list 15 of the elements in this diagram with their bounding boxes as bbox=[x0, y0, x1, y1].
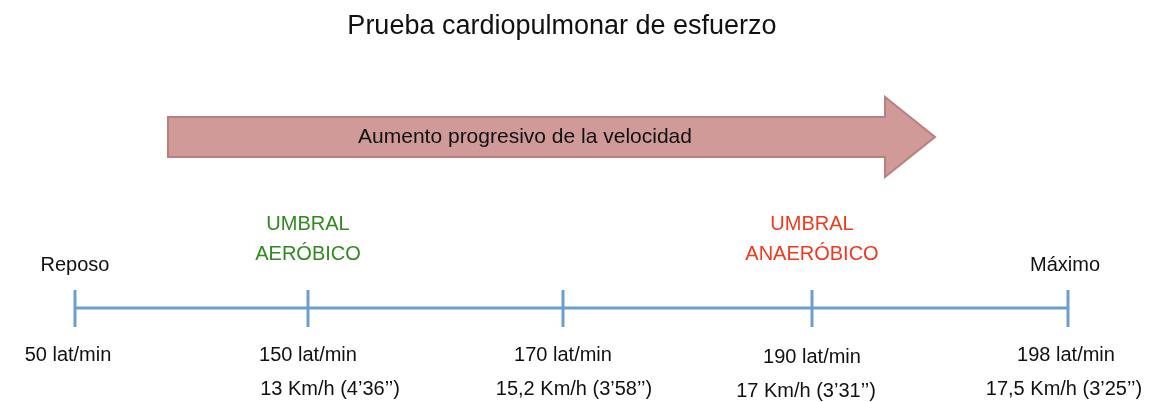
threshold-label: UMBRAL ANAERÓBICO bbox=[744, 211, 880, 266]
stage-label: Máximo bbox=[1030, 253, 1100, 276]
speed-label: 15,2 Km/h (3’58’’) bbox=[495, 377, 653, 400]
speed-label: 17 Km/h (3’31’’) bbox=[736, 379, 876, 402]
heart-rate-label: 198 lat/min bbox=[1017, 343, 1115, 366]
speed-label: 13 Km/h (4’36’’) bbox=[260, 377, 400, 400]
heart-rate-label: 150 lat/min bbox=[259, 343, 357, 366]
heart-rate-label: 50 lat/min bbox=[24, 343, 112, 366]
speed-label: 17,5 Km/h (3’25’’) bbox=[985, 377, 1143, 400]
heart-rate-label: 170 lat/min bbox=[514, 343, 612, 366]
title: Prueba cardiopulmonar de esfuerzo bbox=[347, 10, 777, 41]
stage-label: Reposo bbox=[40, 253, 110, 276]
threshold-label: UMBRAL AERÓBICO bbox=[254, 211, 362, 266]
heart-rate-label: 190 lat/min bbox=[763, 345, 861, 368]
arrow-label: Aumento progresivo de la velocidad bbox=[357, 124, 693, 148]
